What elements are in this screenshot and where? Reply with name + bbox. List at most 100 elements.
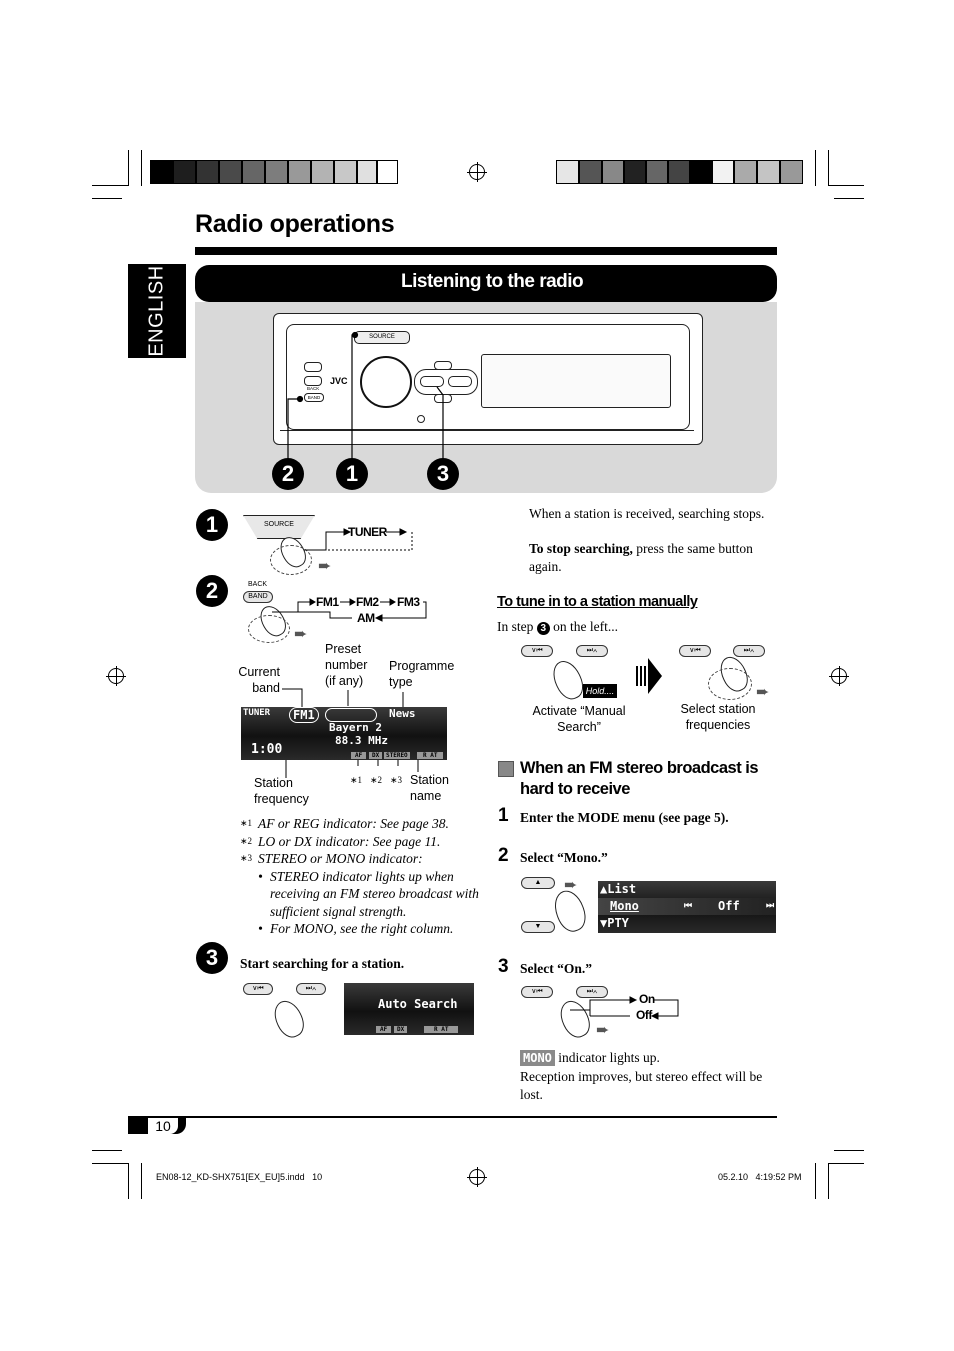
footnote-bullet: • For MONO, see the right column. xyxy=(258,921,454,936)
seek-down-button[interactable]: ∨⏮ xyxy=(521,986,553,998)
press-arrow-icon: ➨ xyxy=(564,877,578,894)
lcd-indicator-stereo: STEREO xyxy=(384,752,410,759)
step-2-arrows xyxy=(272,598,427,622)
footnotes: ∗1 AF or REG indicator: See page 38. ∗2 … xyxy=(240,815,480,938)
label-preset: Preset number (if any) xyxy=(325,642,368,688)
footnote-text: LO or DX indicator: See page 11. xyxy=(258,833,441,849)
search-info: When a station is received, searching st… xyxy=(529,506,765,521)
page-number: 10 xyxy=(148,1118,178,1134)
step-1-arrows xyxy=(304,528,413,551)
seek-up-button[interactable]: ⏭∧ xyxy=(576,645,608,657)
finger-dash-icon xyxy=(708,668,752,700)
band-fm1: FM1 xyxy=(316,595,339,609)
reception-note: Reception improves, but stereo effect wi… xyxy=(520,1069,763,1102)
on-label: On xyxy=(639,992,655,1006)
next-step-arrow-icon xyxy=(636,658,662,694)
menu-prev-icon: ⏮ xyxy=(684,901,693,911)
volume-knob[interactable] xyxy=(360,356,412,408)
callout-3: 3 xyxy=(427,458,459,490)
label-station-name: Station name xyxy=(410,773,449,803)
page-title: Radio operations xyxy=(195,210,395,238)
seek-up-button[interactable]: ⏭∧ xyxy=(576,986,608,998)
back-label: BACK xyxy=(307,386,320,391)
band-button[interactable]: BAND xyxy=(304,393,324,402)
seek-down-button[interactable] xyxy=(420,376,444,387)
car-stereo-faceplate: JVC BACK BAND SOURCE xyxy=(273,313,703,445)
lcd-tuner: TUNER xyxy=(243,708,271,718)
band-button[interactable]: BAND xyxy=(243,591,273,603)
menu-row-pty: ▼PTY xyxy=(600,916,629,930)
footnote-mark: ∗1 xyxy=(240,818,253,828)
callout-2: 2 xyxy=(272,458,304,490)
off-label: Off xyxy=(636,1008,652,1022)
press-arrow-icon: ➨ xyxy=(756,684,770,701)
mono-step-2-text: Select “Mono.” xyxy=(520,850,608,865)
step-3-text: Start searching for a station. xyxy=(240,956,405,971)
band-am: AM xyxy=(357,611,375,625)
language-tab-label: ENGLISH xyxy=(145,265,168,357)
mono-badge: MONO xyxy=(520,1050,555,1066)
up-button[interactable]: ▲ xyxy=(521,877,555,889)
menu-next-icon: ⏭ xyxy=(766,901,775,911)
lcd-preset-slot xyxy=(325,708,377,722)
registration-mark-left xyxy=(106,666,126,686)
mono-indicator-note: MONO indicator lights up. xyxy=(520,1049,660,1067)
footnote: ∗1 AF or REG indicator: See page 38. xyxy=(240,815,480,833)
label-current-band: Current band xyxy=(238,665,280,695)
step-ref-badge: 3 xyxy=(536,622,550,635)
footnote-text: STEREO or MONO indicator: xyxy=(258,851,423,866)
page-number-tab: 10 xyxy=(128,1118,186,1134)
seek-down-button[interactable]: ∨⏮ xyxy=(679,645,711,657)
brand-logo: JVC xyxy=(330,376,348,386)
footnote: ∗3 STEREO or MONO indicator: xyxy=(240,850,480,868)
mono-step-2-num: 2 xyxy=(498,845,509,866)
unit-callout-lines xyxy=(287,331,444,466)
step-2-back-label: BACK xyxy=(248,581,268,588)
star-3: ∗3 xyxy=(390,775,403,785)
footnote-bullet: • STEREO indicator lights up when receiv… xyxy=(258,868,479,919)
down-button[interactable]: ▼ xyxy=(521,921,555,933)
seek-up-button[interactable]: ⏭∧ xyxy=(733,645,765,657)
finger-dash-icon xyxy=(248,615,290,643)
seek-up-button[interactable] xyxy=(448,376,472,387)
finger-icon xyxy=(269,996,309,1042)
section-banner: Listening to the radio xyxy=(195,265,777,302)
heading-square-icon xyxy=(498,761,514,777)
footnote: ∗2 LO or DX indicator: See page 11. xyxy=(240,833,480,851)
language-tab: ENGLISH xyxy=(128,264,186,358)
lcd-indicator-dx: DX xyxy=(369,752,383,759)
title-rule xyxy=(195,247,777,255)
star-2: ∗2 xyxy=(370,775,383,785)
lcd-indicator-af: AF xyxy=(351,752,367,759)
seek-down-button[interactable]: ∨⏮ xyxy=(521,645,553,657)
step-3-badge: 3 xyxy=(196,942,228,974)
mode-menu-display: ▲List Mono ⏮ Off ⏭ ▼PTY xyxy=(598,881,776,933)
select-freq-caption: Select station frequencies xyxy=(680,702,756,732)
step-1-badge: 1 xyxy=(196,509,228,541)
step-1-source-button[interactable]: SOURCE xyxy=(243,515,315,539)
press-arrow-icon: ➨ xyxy=(318,558,332,575)
finger-dash-icon xyxy=(270,545,312,575)
seek-up-button[interactable]: ⏭∧ xyxy=(296,983,326,995)
mono-step-1-num: 1 xyxy=(498,805,509,826)
label-station-frequency: Station frequency xyxy=(254,776,309,806)
menu-row-list: ▲List xyxy=(600,882,637,896)
display-window xyxy=(481,354,671,408)
lcd-frequency: 88.3 MHz xyxy=(335,734,388,747)
mono-step-3-num: 3 xyxy=(498,956,509,977)
menu-value: Off xyxy=(718,899,740,913)
mono-step-1-text: Enter the MODE menu (see page 5). xyxy=(520,810,729,825)
footnote-mark: ∗2 xyxy=(240,835,253,846)
in-step-note: In step 3 on the left... xyxy=(497,619,618,635)
mono-step-3-text: Select “On.” xyxy=(520,961,592,976)
callout-1: 1 xyxy=(336,458,368,490)
registration-mark-top xyxy=(467,162,487,182)
star-1: ∗1 xyxy=(350,775,363,785)
footer-rule xyxy=(128,1116,777,1118)
section-banner-title: Listening to the radio xyxy=(401,271,584,292)
lcd-time: 1:00 xyxy=(251,742,283,757)
source-button[interactable]: SOURCE xyxy=(354,331,410,344)
lcd-pty: News xyxy=(389,707,416,720)
hold-badge: Hold.... xyxy=(583,684,617,698)
seek-down-button[interactable]: ∨⏮ xyxy=(243,983,273,995)
